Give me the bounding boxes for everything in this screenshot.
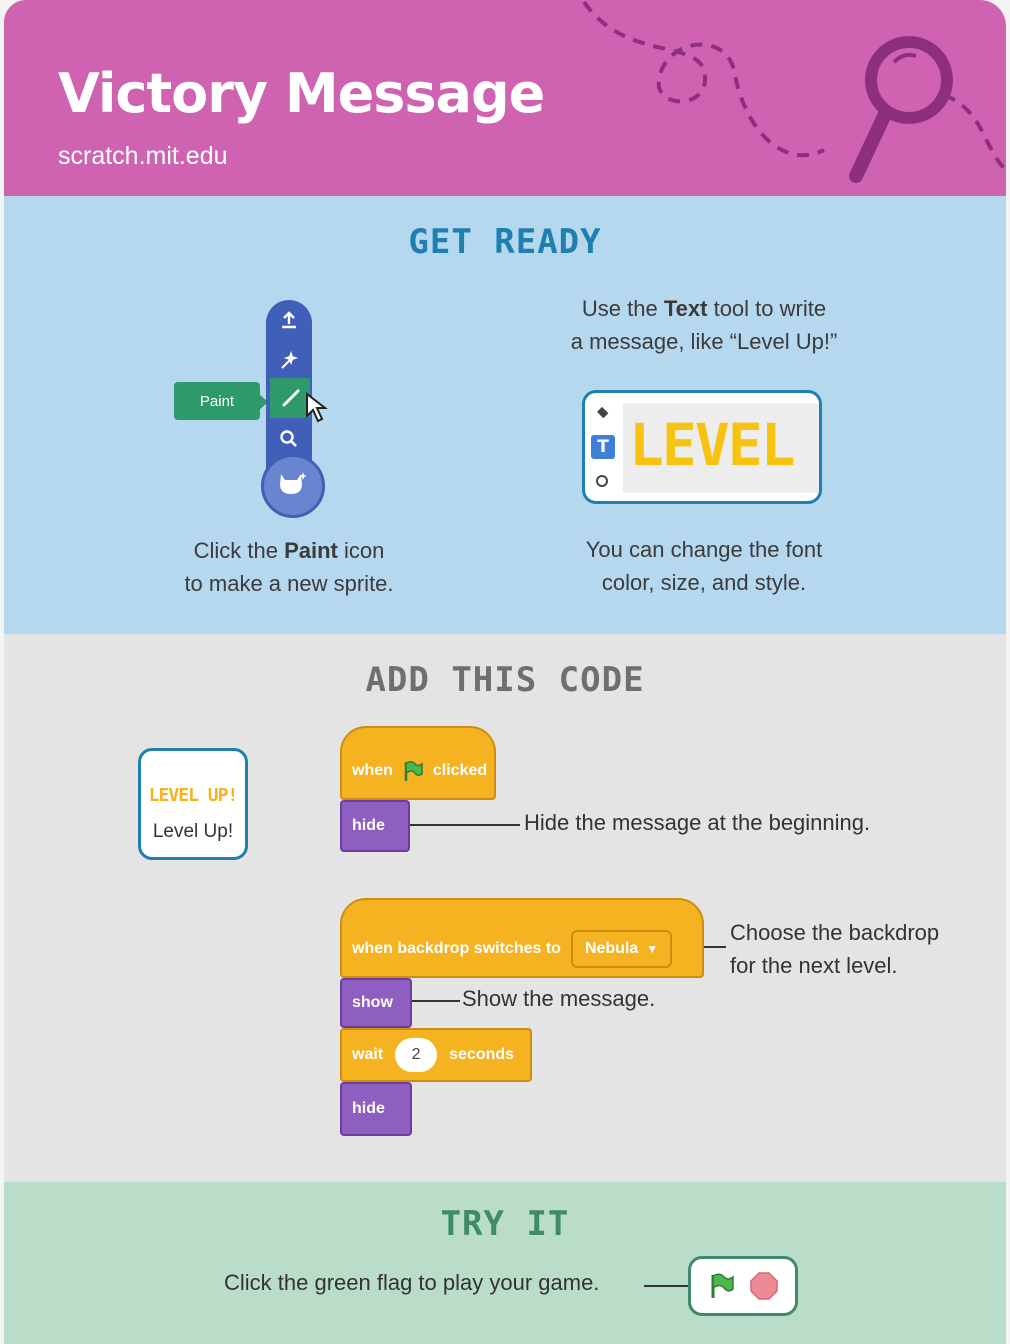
level-text-sample: LEVEL: [629, 411, 796, 479]
try-it-section: TRY IT Click the green flag to play your…: [4, 1182, 1006, 1344]
get-ready-section: GET READY Paint Click the Paint icon to …: [4, 196, 1006, 634]
try-it-heading: TRY IT: [440, 1204, 570, 1244]
sprite-preview-text: LEVEL UP!: [148, 785, 239, 806]
when-backdrop-switches-block[interactable]: when backdrop switches to Nebula ▼: [340, 898, 704, 978]
sprite-name: Level Up!: [152, 821, 234, 842]
cat-face-icon: [280, 472, 306, 494]
backdrop-dropdown[interactable]: Nebula ▼: [570, 930, 673, 968]
dropdown-arrow-icon: ▼: [646, 942, 659, 956]
upload-icon[interactable]: [278, 310, 300, 332]
callout-line: [704, 946, 726, 948]
tooltip-arrow: [258, 393, 268, 411]
canvas-area: [623, 403, 819, 493]
dashed-path-magnifier-decoration: [582, 0, 1006, 183]
callout-line: [412, 1000, 460, 1002]
hide-block[interactable]: hide: [340, 800, 410, 852]
card-title: Victory Message: [58, 62, 545, 125]
try-it-caption: Click the green flag to play your game.: [224, 1270, 600, 1295]
backdrop-description: Choose the backdrop for the next level.: [730, 920, 940, 978]
hide-description: Hide the message at the beginning.: [524, 810, 871, 835]
callout-line: [410, 824, 520, 826]
activity-card: Victory Message scratch.mit.edu GET READ…: [4, 0, 1006, 1344]
text-tool-caption: Use the Text tool to write a message, li…: [570, 296, 838, 354]
when-flag-clicked-block[interactable]: when clicked: [340, 726, 496, 800]
level-up-sprite-thumbnail[interactable]: LEVEL UP! Level Up!: [138, 748, 248, 860]
get-ready-heading: GET READY: [408, 222, 602, 262]
mouse-cursor-icon: [306, 392, 328, 423]
green-flag-icon[interactable]: [707, 1271, 737, 1301]
add-code-section: ADD THIS CODE LEVEL UP! Level Up! when c…: [4, 634, 1006, 1182]
paintbrush-icon: [282, 389, 300, 407]
show-description: Show the message.: [462, 986, 656, 1011]
surprise-icon[interactable]: [278, 350, 300, 372]
show-block[interactable]: show: [340, 978, 412, 1028]
paint-tooltip: Paint: [174, 382, 260, 420]
header: Victory Message scratch.mit.edu: [4, 0, 1006, 196]
run-controls: [688, 1256, 798, 1316]
paint-caption: Click the Paint icon to make a new sprit…: [184, 538, 394, 596]
text-tool-icon[interactable]: T: [591, 435, 615, 459]
search-icon[interactable]: [278, 428, 300, 450]
add-code-heading: ADD THIS CODE: [365, 660, 645, 700]
green-flag-icon: [404, 760, 423, 781]
eraser-icon[interactable]: [593, 405, 611, 423]
wait-seconds-input[interactable]: 2: [395, 1038, 438, 1072]
callout-line: [644, 1285, 688, 1287]
wait-seconds-block[interactable]: wait 2 seconds: [340, 1028, 532, 1082]
hide-block[interactable]: hide: [340, 1082, 412, 1136]
stop-sign-icon[interactable]: [749, 1271, 779, 1301]
font-caption: You can change the font color, size, and…: [585, 537, 823, 595]
paint-editor-preview: T LEVEL: [582, 390, 822, 504]
circle-tool-icon[interactable]: [594, 473, 610, 489]
site-url: scratch.mit.edu: [58, 142, 228, 170]
